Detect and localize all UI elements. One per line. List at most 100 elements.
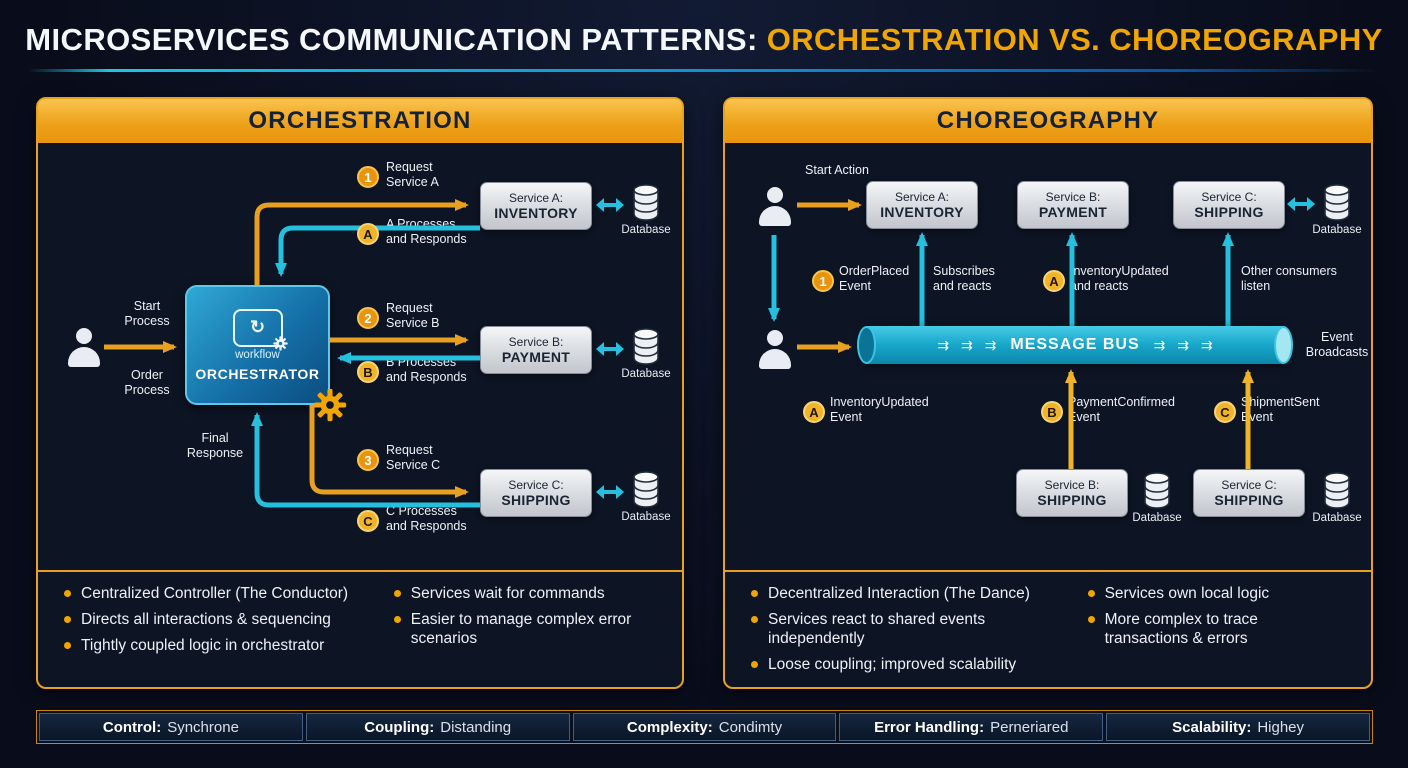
orchestrator-box: ↻ workflow ORCHESTRATOR bbox=[185, 285, 330, 405]
comparison-scalability: Scalability: Highey bbox=[1106, 713, 1370, 741]
comparison-complexity: Complexity: Condimty bbox=[572, 713, 837, 741]
user-icon bbox=[64, 328, 104, 367]
service-box-shipping: Service C: SHIPPING bbox=[1173, 181, 1285, 229]
note-item: Services wait for commands bbox=[394, 585, 656, 604]
database-label: Database bbox=[1312, 512, 1362, 524]
service-prefix: Service B: bbox=[1045, 190, 1101, 204]
comparison-value: Perneriared bbox=[990, 718, 1069, 736]
order-process-label: Order Process bbox=[124, 368, 170, 397]
message-bus: ⇉ ⇉ ⇉ MESSAGE BUS ⇉ ⇉ ⇉ bbox=[857, 326, 1293, 364]
service-box-payment: Service B: PAYMENT bbox=[480, 326, 592, 374]
user-icon bbox=[755, 330, 795, 369]
database-inventory: Database bbox=[618, 183, 674, 236]
note-item: Centralized Controller (The Conductor) bbox=[64, 585, 372, 604]
page-title-highlight: ORCHESTRATION VS. CHOREOGRAPHY bbox=[766, 22, 1383, 57]
workflow-label: workflow bbox=[235, 348, 280, 361]
service-box-payment: Service B: PAYMENT bbox=[1017, 181, 1129, 229]
note-item: Tightly coupled logic in orchestrator bbox=[64, 637, 372, 656]
notes-column-2: Services wait for commands Easier to man… bbox=[394, 585, 656, 674]
note-item: Services own local logic bbox=[1088, 585, 1345, 604]
database-payment: Database bbox=[618, 327, 674, 380]
database-shipping-b: Database bbox=[1129, 471, 1185, 524]
service-name: SHIPPING bbox=[1214, 492, 1284, 508]
page-title-prefix: MICROSERVICES COMMUNICATION PATTERNS: bbox=[25, 22, 767, 57]
note-item: Loose coupling; improved scalability bbox=[751, 656, 1066, 675]
service-box-inventory: Service A: INVENTORY bbox=[480, 182, 592, 230]
comparison-value: Distanding bbox=[440, 718, 512, 736]
sync-arrow-icon bbox=[596, 342, 624, 356]
service-prefix: Service A: bbox=[508, 191, 564, 205]
note-item: Easier to manage complex error scenarios bbox=[394, 611, 656, 649]
notes-column-1: Decentralized Interaction (The Dance) Se… bbox=[751, 585, 1066, 674]
comparison-label: Error Handling: bbox=[874, 718, 985, 736]
comparison-value: Condimty bbox=[718, 718, 783, 736]
database-label: Database bbox=[621, 511, 671, 523]
sync-arrow-icon bbox=[1287, 197, 1315, 211]
service-prefix: Service B: bbox=[508, 335, 564, 349]
database-label: Database bbox=[621, 224, 671, 236]
service-box-shipping: Service C: SHIPPING bbox=[480, 469, 592, 517]
inventory-updated-reacts-label: InventoryUpdated and reacts bbox=[1070, 264, 1169, 293]
orchestration-diagram: Start Process Order Process ↻ workflow O… bbox=[38, 143, 682, 570]
orchestration-notes: Centralized Controller (The Conductor) D… bbox=[38, 570, 682, 687]
bus-flow-icon: ⇉ ⇉ ⇉ bbox=[937, 336, 997, 353]
payment-confirmed-event-label: PaymentConfirmed Event bbox=[1068, 395, 1175, 424]
choreography-notes: Decentralized Interaction (The Dance) Se… bbox=[725, 570, 1371, 687]
start-process-label: Start Process bbox=[124, 299, 170, 328]
workflow-gear-icon bbox=[272, 335, 288, 351]
message-bus-body bbox=[866, 326, 1284, 364]
request-c-label: Request Service C bbox=[386, 443, 441, 472]
bus-flow-icon: ⇉ ⇉ ⇉ bbox=[1153, 336, 1213, 353]
service-box-inventory: Service A: INVENTORY bbox=[866, 181, 978, 229]
badge-response-c: C bbox=[357, 510, 379, 532]
note-item: Services react to shared events independ… bbox=[751, 611, 1066, 649]
service-name: SHIPPING bbox=[1037, 492, 1107, 508]
notes-column-1: Centralized Controller (The Conductor) D… bbox=[64, 585, 372, 674]
comparison-label: Control: bbox=[102, 718, 162, 736]
inventory-updated-event-label: InventoryUpdated Event bbox=[830, 395, 929, 424]
badge-inventory-updated: A bbox=[1043, 270, 1065, 292]
note-item: Directs all interactions & sequencing bbox=[64, 611, 372, 630]
service-name: SHIPPING bbox=[501, 492, 571, 508]
order-placed-label: OrderPlaced Event bbox=[839, 264, 910, 293]
note-item: Decentralized Interaction (The Dance) bbox=[751, 585, 1066, 604]
database-icon bbox=[1324, 472, 1350, 509]
badge-payment-confirmed-event: B bbox=[1041, 401, 1063, 423]
badge-request-c: 3 bbox=[357, 449, 379, 471]
service-name: SHIPPING bbox=[1194, 204, 1264, 220]
database-label: Database bbox=[621, 368, 671, 380]
comparison-value: Synchrone bbox=[167, 718, 239, 736]
database-icon bbox=[633, 471, 659, 508]
orchestrator-label: ORCHESTRATOR bbox=[195, 365, 320, 382]
service-prefix: Service C: bbox=[508, 478, 564, 492]
service-name: PAYMENT bbox=[501, 349, 571, 365]
badge-request-b: 2 bbox=[357, 307, 379, 329]
service-name: INVENTORY bbox=[494, 205, 578, 221]
database-icon bbox=[1324, 184, 1350, 221]
service-prefix: Service B: bbox=[1044, 478, 1100, 492]
comparison-coupling: Coupling: Distanding bbox=[305, 713, 570, 741]
service-name: INVENTORY bbox=[880, 204, 964, 220]
gear-icon bbox=[313, 388, 347, 422]
service-prefix: Service C: bbox=[1201, 190, 1257, 204]
database-label: Database bbox=[1132, 512, 1182, 524]
response-a-label: A Processes and Responds bbox=[386, 217, 467, 246]
response-c-label: C Processes and Responds bbox=[386, 504, 467, 533]
note-item: More complex to trace transactions & err… bbox=[1088, 611, 1345, 649]
subscribes-label: Subscribes and reacts bbox=[933, 264, 995, 293]
request-b-label: Request Service B bbox=[386, 301, 440, 330]
database-shipping: Database bbox=[1309, 183, 1365, 236]
database-shipping-c: Database bbox=[1309, 471, 1365, 524]
response-b-label: B Processes and Responds bbox=[386, 355, 467, 384]
orchestration-header: ORCHESTRATION bbox=[38, 99, 682, 143]
choreography-diagram: Start Action Service A: INVENTORY Servic… bbox=[725, 143, 1371, 570]
user-icon bbox=[755, 187, 795, 226]
workflow-icon: ↻ bbox=[232, 308, 288, 351]
final-response-label: Final Response bbox=[186, 431, 244, 460]
database-icon bbox=[1144, 472, 1170, 509]
badge-shipment-sent-event: C bbox=[1214, 401, 1236, 423]
title-underline bbox=[28, 69, 1380, 72]
request-a-label: Request Service A bbox=[386, 160, 439, 189]
badge-request-a: 1 bbox=[357, 166, 379, 188]
database-icon bbox=[633, 328, 659, 365]
